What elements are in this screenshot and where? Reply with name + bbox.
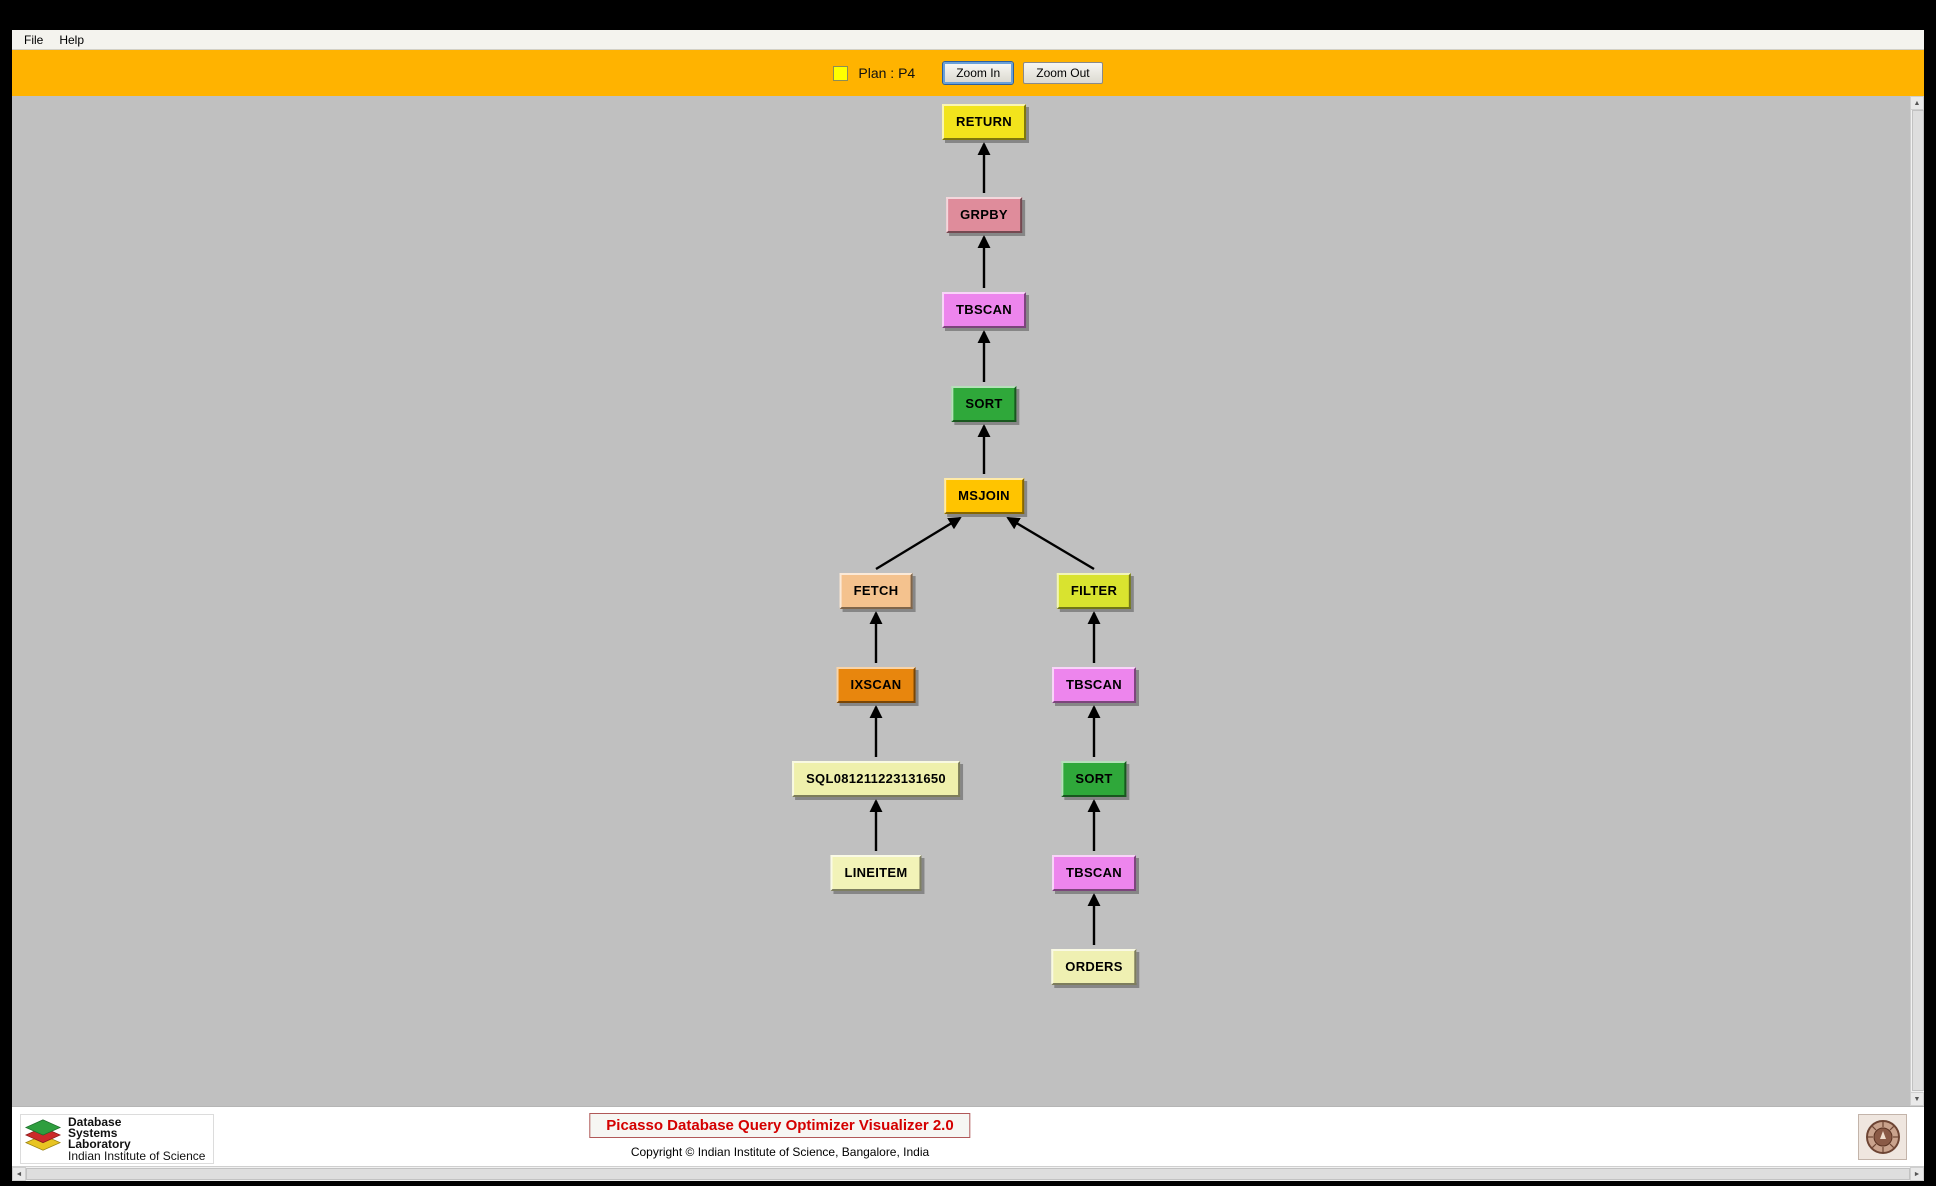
copyright-text: Copyright © Indian Institute of Science,… (630, 1145, 930, 1159)
scroll-left-icon[interactable]: ◄ (12, 1167, 26, 1181)
menu-help[interactable]: Help (59, 32, 85, 47)
zoom-in-button[interactable]: Zoom In (943, 62, 1014, 84)
plan-node-sql081211223131650[interactable]: SQL081211223131650 (792, 761, 960, 797)
plan-node-sort-a[interactable]: SORT (951, 386, 1017, 422)
scroll-down-icon[interactable]: ▼ (1910, 1092, 1924, 1106)
plan-node-tbscan-c[interactable]: TBSCAN (1052, 855, 1136, 891)
plan-color-swatch (833, 65, 849, 81)
vertical-scroll-thumb[interactable] (1912, 110, 1924, 1091)
menu-file[interactable]: File (24, 32, 44, 47)
plan-node-orders[interactable]: ORDERS (1051, 949, 1137, 985)
dsl-logo: Database Systems Laboratory Indian Insti… (20, 1114, 215, 1164)
plan-node-tbscan-b[interactable]: TBSCAN (1052, 667, 1136, 703)
plan-node-msjoin[interactable]: MSJOIN (944, 478, 1024, 514)
scroll-up-icon[interactable]: ▲ (1910, 96, 1924, 110)
dsl-line3: Laboratory (68, 1137, 131, 1151)
dsl-line1: Database (68, 1115, 122, 1129)
plan-node-lineitem[interactable]: LINEITEM (830, 855, 922, 891)
plan-node-tbscan-a[interactable]: TBSCAN (942, 292, 1026, 328)
plan-toolbar: Plan : P4 Zoom In Zoom Out (12, 50, 1924, 96)
horizontal-scrollbar[interactable]: ◄ ► (12, 1166, 1924, 1181)
dsl-logo-text: Database Systems Laboratory Indian Insti… (68, 1115, 206, 1163)
iisc-emblem-icon (1865, 1120, 1900, 1154)
dsl-layers-icon (24, 1119, 62, 1151)
app-window: File Help Plan : P4 Zoom In Zoom Out RET… (12, 30, 1924, 1181)
plan-node-return[interactable]: RETURN (942, 104, 1026, 140)
menu-bar: File Help (12, 30, 1924, 50)
scroll-right-icon[interactable]: ► (1910, 1167, 1924, 1181)
plan-node-sort-b[interactable]: SORT (1061, 761, 1127, 797)
plan-node-filter[interactable]: FILTER (1056, 573, 1132, 609)
zoom-out-button[interactable]: Zoom Out (1023, 62, 1103, 84)
plan-node-fetch[interactable]: FETCH (839, 573, 913, 609)
dsl-subtitle: Indian Institute of Science (68, 1149, 206, 1163)
app-title: Picasso Database Query Optimizer Visuali… (589, 1113, 971, 1138)
plan-edges (869, 142, 1101, 945)
plan-canvas: RETURN GRPBY TBSCAN SORT MSJOIN FETCH FILTER IX… (12, 96, 1910, 1106)
plan-node-ixscan[interactable]: IXSCAN (836, 667, 916, 703)
vertical-scrollbar[interactable]: ▲ ▼ (1910, 96, 1924, 1106)
plan-label: Plan : P4 (858, 65, 916, 81)
iisc-logo (1858, 1114, 1907, 1160)
horizontal-scroll-thumb[interactable] (26, 1168, 1910, 1180)
dsl-line2: Systems (68, 1126, 118, 1140)
plan-node-grpby[interactable]: GRPBY (946, 197, 1022, 233)
status-bar: Database Systems Laboratory Indian Insti… (12, 1106, 1924, 1166)
